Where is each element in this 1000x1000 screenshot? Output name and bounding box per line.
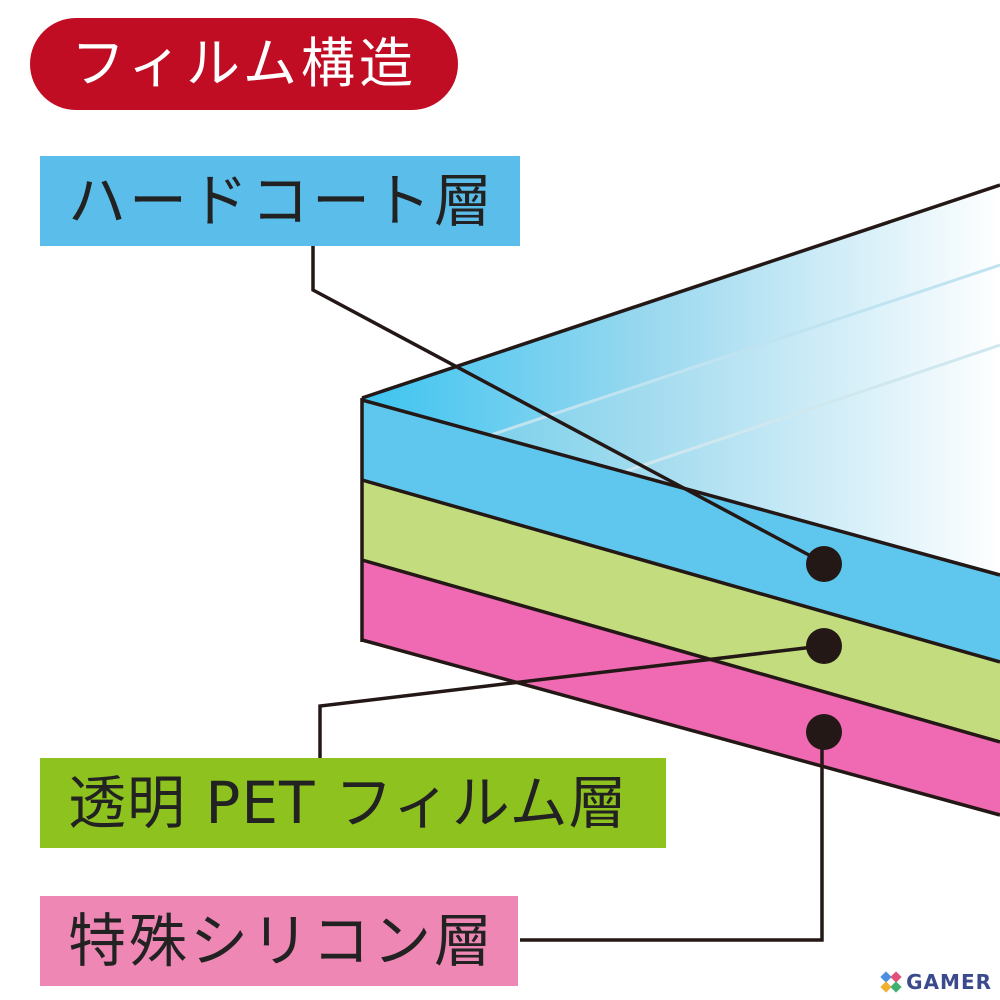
label-hardcoat-layer: ハードコート層 — [40, 156, 520, 246]
leader-line-silicon — [520, 732, 824, 942]
label-pet-layer: 透明 PET フィルム層 — [40, 758, 666, 848]
marker-dot-silicon — [806, 714, 842, 750]
marker-dot-pet — [806, 628, 842, 664]
title-badge: フィルム構造 — [30, 18, 458, 110]
watermark-text: GAMER — [906, 970, 992, 994]
silicon-front-face — [362, 560, 1000, 815]
gamer-watermark: GAMER — [880, 970, 992, 994]
stack-outline — [360, 183, 1000, 817]
marker-dot-hardcoat — [806, 546, 842, 582]
leader-line-hardcoat — [311, 246, 823, 564]
label-silicon-layer: 特殊シリコン層 — [40, 896, 518, 986]
leader-lines — [311, 246, 824, 942]
hardcoat-front-face — [362, 400, 1000, 662]
page-title: フィルム構造 — [71, 32, 417, 95]
leader-line-pet — [318, 644, 823, 758]
pet-front-face — [362, 480, 1000, 742]
inner-face-hardcoat — [362, 265, 1000, 600]
label-pet-text: 透明 PET フィルム層 — [68, 769, 628, 837]
gamer-logo-icon — [880, 971, 902, 993]
label-hardcoat-text: ハードコート層 — [68, 167, 496, 235]
label-silicon-text: 特殊シリコン層 — [68, 907, 496, 975]
